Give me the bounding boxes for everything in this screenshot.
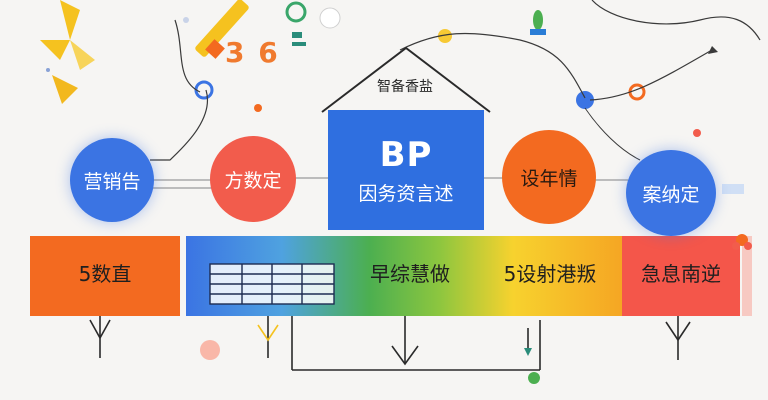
plant-icon xyxy=(530,10,546,35)
node-right-orange-label: 设年情 xyxy=(520,167,578,190)
band-red-label-box: 急息南逆 xyxy=(622,236,740,308)
band-yellow-label: 5设射港叛 xyxy=(503,261,597,286)
ring-icon xyxy=(576,91,594,109)
node-right-orange: 设年情 xyxy=(502,130,596,224)
dot-decoration xyxy=(46,68,50,72)
node-right-blue-label: 案纳定 xyxy=(642,183,700,206)
node-left-blue-label: 营销告 xyxy=(83,170,141,193)
pencil-icon xyxy=(195,0,249,59)
band-orange-label: 5数直 xyxy=(78,261,132,286)
band-red xyxy=(622,236,740,316)
node-left-red: 方数定 xyxy=(210,136,296,222)
roof-label: 智备香盐 xyxy=(377,79,433,95)
origami-arrow-icon xyxy=(40,0,95,104)
center-box-title: BP xyxy=(379,134,433,175)
flower-icon xyxy=(732,234,752,250)
node-left-blue: 营销告 xyxy=(70,138,154,222)
band-green-label: 早综慧做 xyxy=(370,261,450,286)
band-orange-label-box: 5数直 xyxy=(30,236,180,308)
node-left-red-label: 方数定 xyxy=(224,169,282,192)
arrowhead-icon xyxy=(708,46,718,54)
table-sketch xyxy=(209,263,335,305)
band-orange xyxy=(30,236,180,316)
center-box: BP 因务资言述 xyxy=(328,110,484,230)
node-right-blue: 案纳定 xyxy=(626,150,716,236)
ring-icon xyxy=(285,1,307,23)
band-red-label: 急息南逆 xyxy=(641,261,721,286)
band-green-label-box: 早综慧做 xyxy=(345,236,475,308)
decorative-numerals: 3 6 xyxy=(225,36,280,69)
band-yellow-label-box: 5设射港叛 xyxy=(480,236,620,308)
center-box-subtitle: 因务资言述 xyxy=(358,182,454,205)
ring-icon xyxy=(194,80,214,100)
roof-outline xyxy=(321,46,491,113)
